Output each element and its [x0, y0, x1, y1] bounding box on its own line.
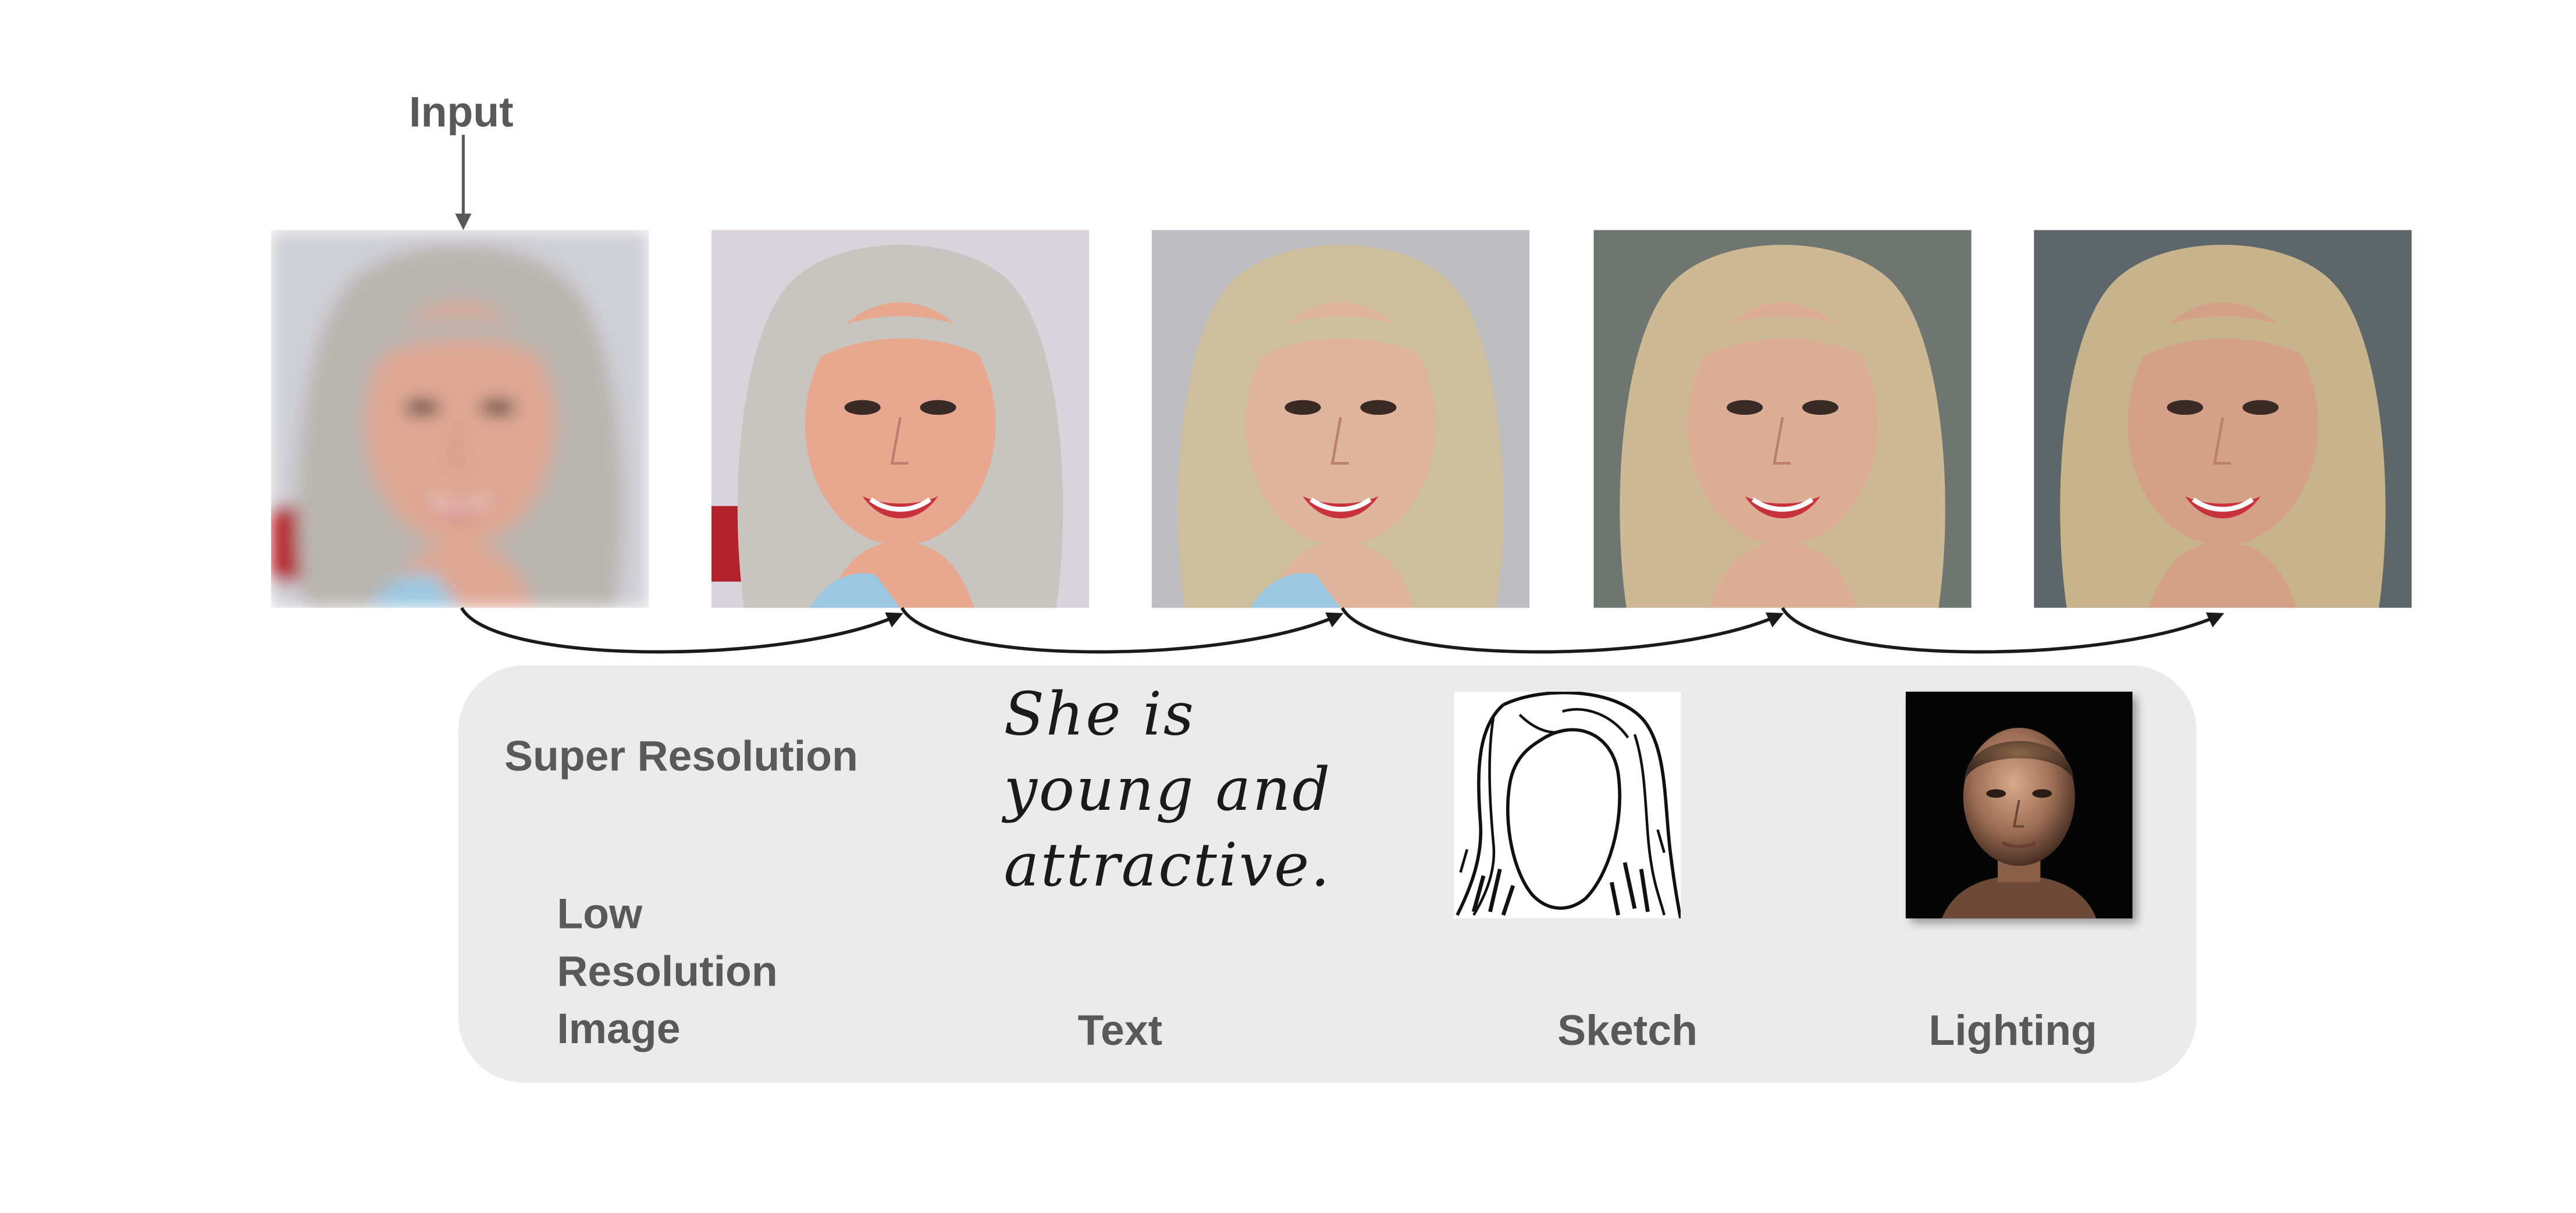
sketch-drawing	[1454, 691, 1681, 919]
face-tile-sketch	[1593, 230, 1972, 608]
sketch-image	[1454, 691, 1681, 919]
face-portrait-input	[271, 230, 649, 608]
face-portrait-superres	[711, 230, 1090, 608]
lighting-image	[1905, 691, 2133, 919]
text-prompt-line-3: attractive.	[1004, 833, 1332, 901]
input-arrow	[455, 134, 472, 230]
lighting-render	[1905, 691, 2133, 919]
low-resolution-caption-line-1: Low	[557, 888, 643, 938]
face-tile-text	[1151, 230, 1530, 608]
super-resolution-title: Super Resolution	[504, 731, 858, 781]
low-resolution-caption-line-2: Resolution	[557, 946, 778, 996]
lighting-caption: Lighting	[1929, 1005, 2097, 1055]
face-tile-input	[271, 230, 649, 608]
text-prompt: She is young and attractive.	[1004, 678, 1332, 905]
low-resolution-caption-line-3: Image	[557, 1004, 681, 1054]
face-tile-superres	[711, 230, 1090, 608]
arrow-superres	[460, 607, 903, 654]
face-portrait-text	[1151, 230, 1530, 608]
text-caption: Text	[1077, 1005, 1163, 1055]
face-portrait-sketch	[1593, 230, 1972, 608]
input-label: Input	[409, 87, 514, 137]
arrow-sketch	[1340, 607, 1784, 654]
text-prompt-line-1: She is	[1004, 681, 1196, 749]
sketch-caption: Sketch	[1557, 1005, 1698, 1055]
face-portrait-lighting	[2034, 230, 2412, 608]
arrow-text	[900, 607, 1344, 654]
text-prompt-line-2: young and	[1004, 757, 1332, 825]
arrow-lighting	[1781, 607, 2225, 654]
face-tile-lighting	[2034, 230, 2412, 608]
